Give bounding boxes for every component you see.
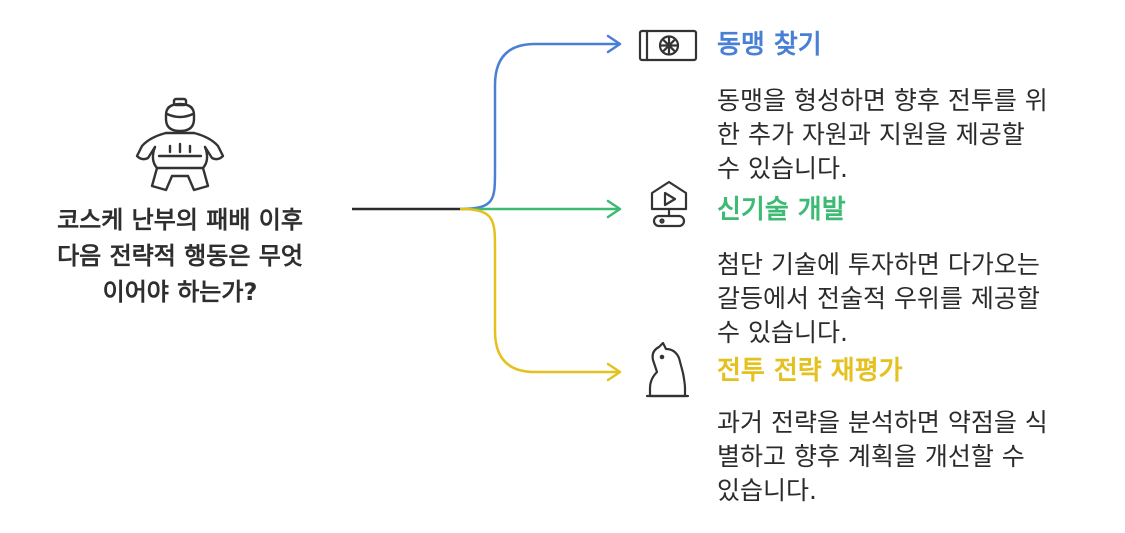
description-line: 첨단 기술에 투자하면 다가오는 bbox=[717, 250, 1040, 279]
arrow-head-strategy bbox=[606, 362, 622, 382]
tech-robot-icon bbox=[650, 180, 688, 228]
description-line: 과거 전략을 분석하면 약점을 식 bbox=[717, 408, 1048, 437]
branch-title-strategy: 전투 전략 재평가 bbox=[717, 356, 903, 386]
description-line: 있습니다. bbox=[717, 476, 817, 505]
branch-description-alliance: 동맹을 형성하면 향후 전투를 위 한 추가 자원과 지원을 제공할 수 있습니… bbox=[717, 84, 1112, 186]
arrow-head-alliance bbox=[606, 34, 622, 54]
safe-vault-icon bbox=[638, 29, 698, 62]
branch-connector-alliance bbox=[459, 42, 620, 211]
question-line: 코스케 난부의 패배 이후 bbox=[57, 206, 303, 234]
description-line: 한 추가 자원과 지원을 제공할 bbox=[717, 120, 1025, 149]
branch-title-alliance: 동맹 찾기 bbox=[717, 30, 822, 60]
branch-title-tech: 신기술 개발 bbox=[717, 195, 846, 225]
question-line: 다음 전략적 행동은 무엇 bbox=[57, 242, 303, 270]
description-line: 동맹을 형성하면 향후 전투를 위 bbox=[717, 86, 1048, 115]
description-line: 수 있습니다. bbox=[717, 154, 848, 183]
arrow-head-tech bbox=[606, 199, 622, 219]
branch-connector-strategy bbox=[459, 207, 620, 374]
central-question: 코스케 난부의 패배 이후 다음 전략적 행동은 무엇 이어야 하는가? bbox=[10, 202, 350, 310]
chess-knight-icon bbox=[645, 341, 690, 398]
sumo-wrestler-icon bbox=[135, 97, 225, 192]
branch-description-strategy: 과거 전략을 분석하면 약점을 식 별하고 향후 계획을 개선할 수 있습니다. bbox=[717, 406, 1112, 508]
branch-description-tech: 첨단 기술에 투자하면 다가오는 갈등에서 전술적 우위를 제공할 수 있습니다… bbox=[717, 248, 1112, 350]
question-line: 이어야 하는가? bbox=[102, 278, 258, 306]
description-line: 별하고 향후 계획을 개선할 수 bbox=[717, 442, 1025, 471]
description-line: 갈등에서 전술적 우위를 제공할 bbox=[717, 284, 1040, 313]
description-line: 수 있습니다. bbox=[717, 318, 848, 347]
